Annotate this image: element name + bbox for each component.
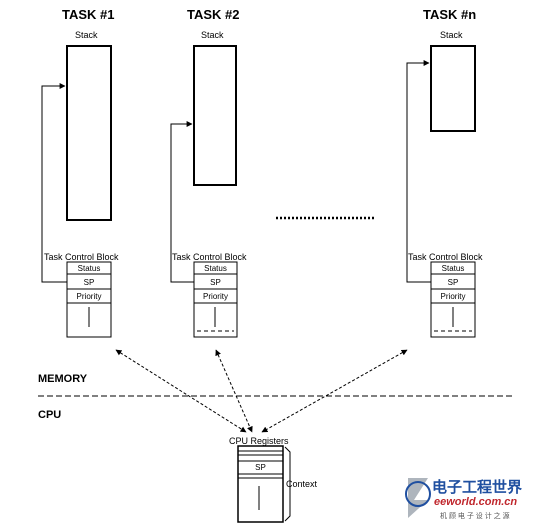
tcb-2-priority: Priority xyxy=(203,292,228,301)
tcb-1-status: Status xyxy=(77,264,101,273)
stack-1 xyxy=(66,45,112,221)
tcb-1-sp: SP xyxy=(83,278,95,287)
cpu-sp-label: SP xyxy=(255,463,266,472)
task-1-title: TASK #1 xyxy=(62,7,115,22)
task-2-tcb-label: Task Control Block xyxy=(172,252,247,262)
tcb-n-priority: Priority xyxy=(440,292,466,301)
stack-2 xyxy=(193,45,237,186)
memory-label: MEMORY xyxy=(38,373,88,385)
watermark-brand: eeworld.com.cn xyxy=(434,496,518,508)
tcb-n-status: Status xyxy=(441,264,465,273)
sp-pointer-2 xyxy=(170,121,194,283)
sp-pointer-n xyxy=(406,60,431,283)
task-n-title: TASK #n xyxy=(423,7,477,22)
context-arrow-n xyxy=(261,349,408,433)
watermark-brand-cn: 电子工程世界 xyxy=(432,479,523,496)
cpu-registers xyxy=(237,445,284,523)
tcb-1 xyxy=(66,261,112,338)
context-label: Context xyxy=(286,479,318,489)
tcb-2-sp: SP xyxy=(210,278,221,287)
cpu-label: CPU xyxy=(38,409,62,421)
context-arrow-2 xyxy=(215,349,253,433)
task-1-tcb-label: Task Control Block xyxy=(44,252,119,262)
task-n-tcb-label: Task Control Block xyxy=(408,252,483,262)
tcb-n xyxy=(430,261,476,338)
tcb-2 xyxy=(193,261,238,338)
tcb-2-status: Status xyxy=(204,264,227,273)
context-bracket xyxy=(284,446,291,522)
watermark-tagline: 机 顾 电 子 设 计 之 源 xyxy=(440,513,510,520)
eeworld-logo xyxy=(405,478,431,518)
context-arrow-1 xyxy=(115,349,247,433)
sp-pointer-1 xyxy=(41,83,67,283)
task-n-stack-label: Stack xyxy=(440,30,463,40)
tcb-1-priority: Priority xyxy=(76,292,102,301)
task-2-stack-label: Stack xyxy=(201,30,224,40)
task-1-stack-label: Stack xyxy=(75,30,98,40)
tcb-n-sp: SP xyxy=(447,278,459,287)
stack-n xyxy=(430,45,476,132)
cpu-registers-label: CPU Registers xyxy=(229,436,289,446)
task-2-title: TASK #2 xyxy=(187,7,240,22)
